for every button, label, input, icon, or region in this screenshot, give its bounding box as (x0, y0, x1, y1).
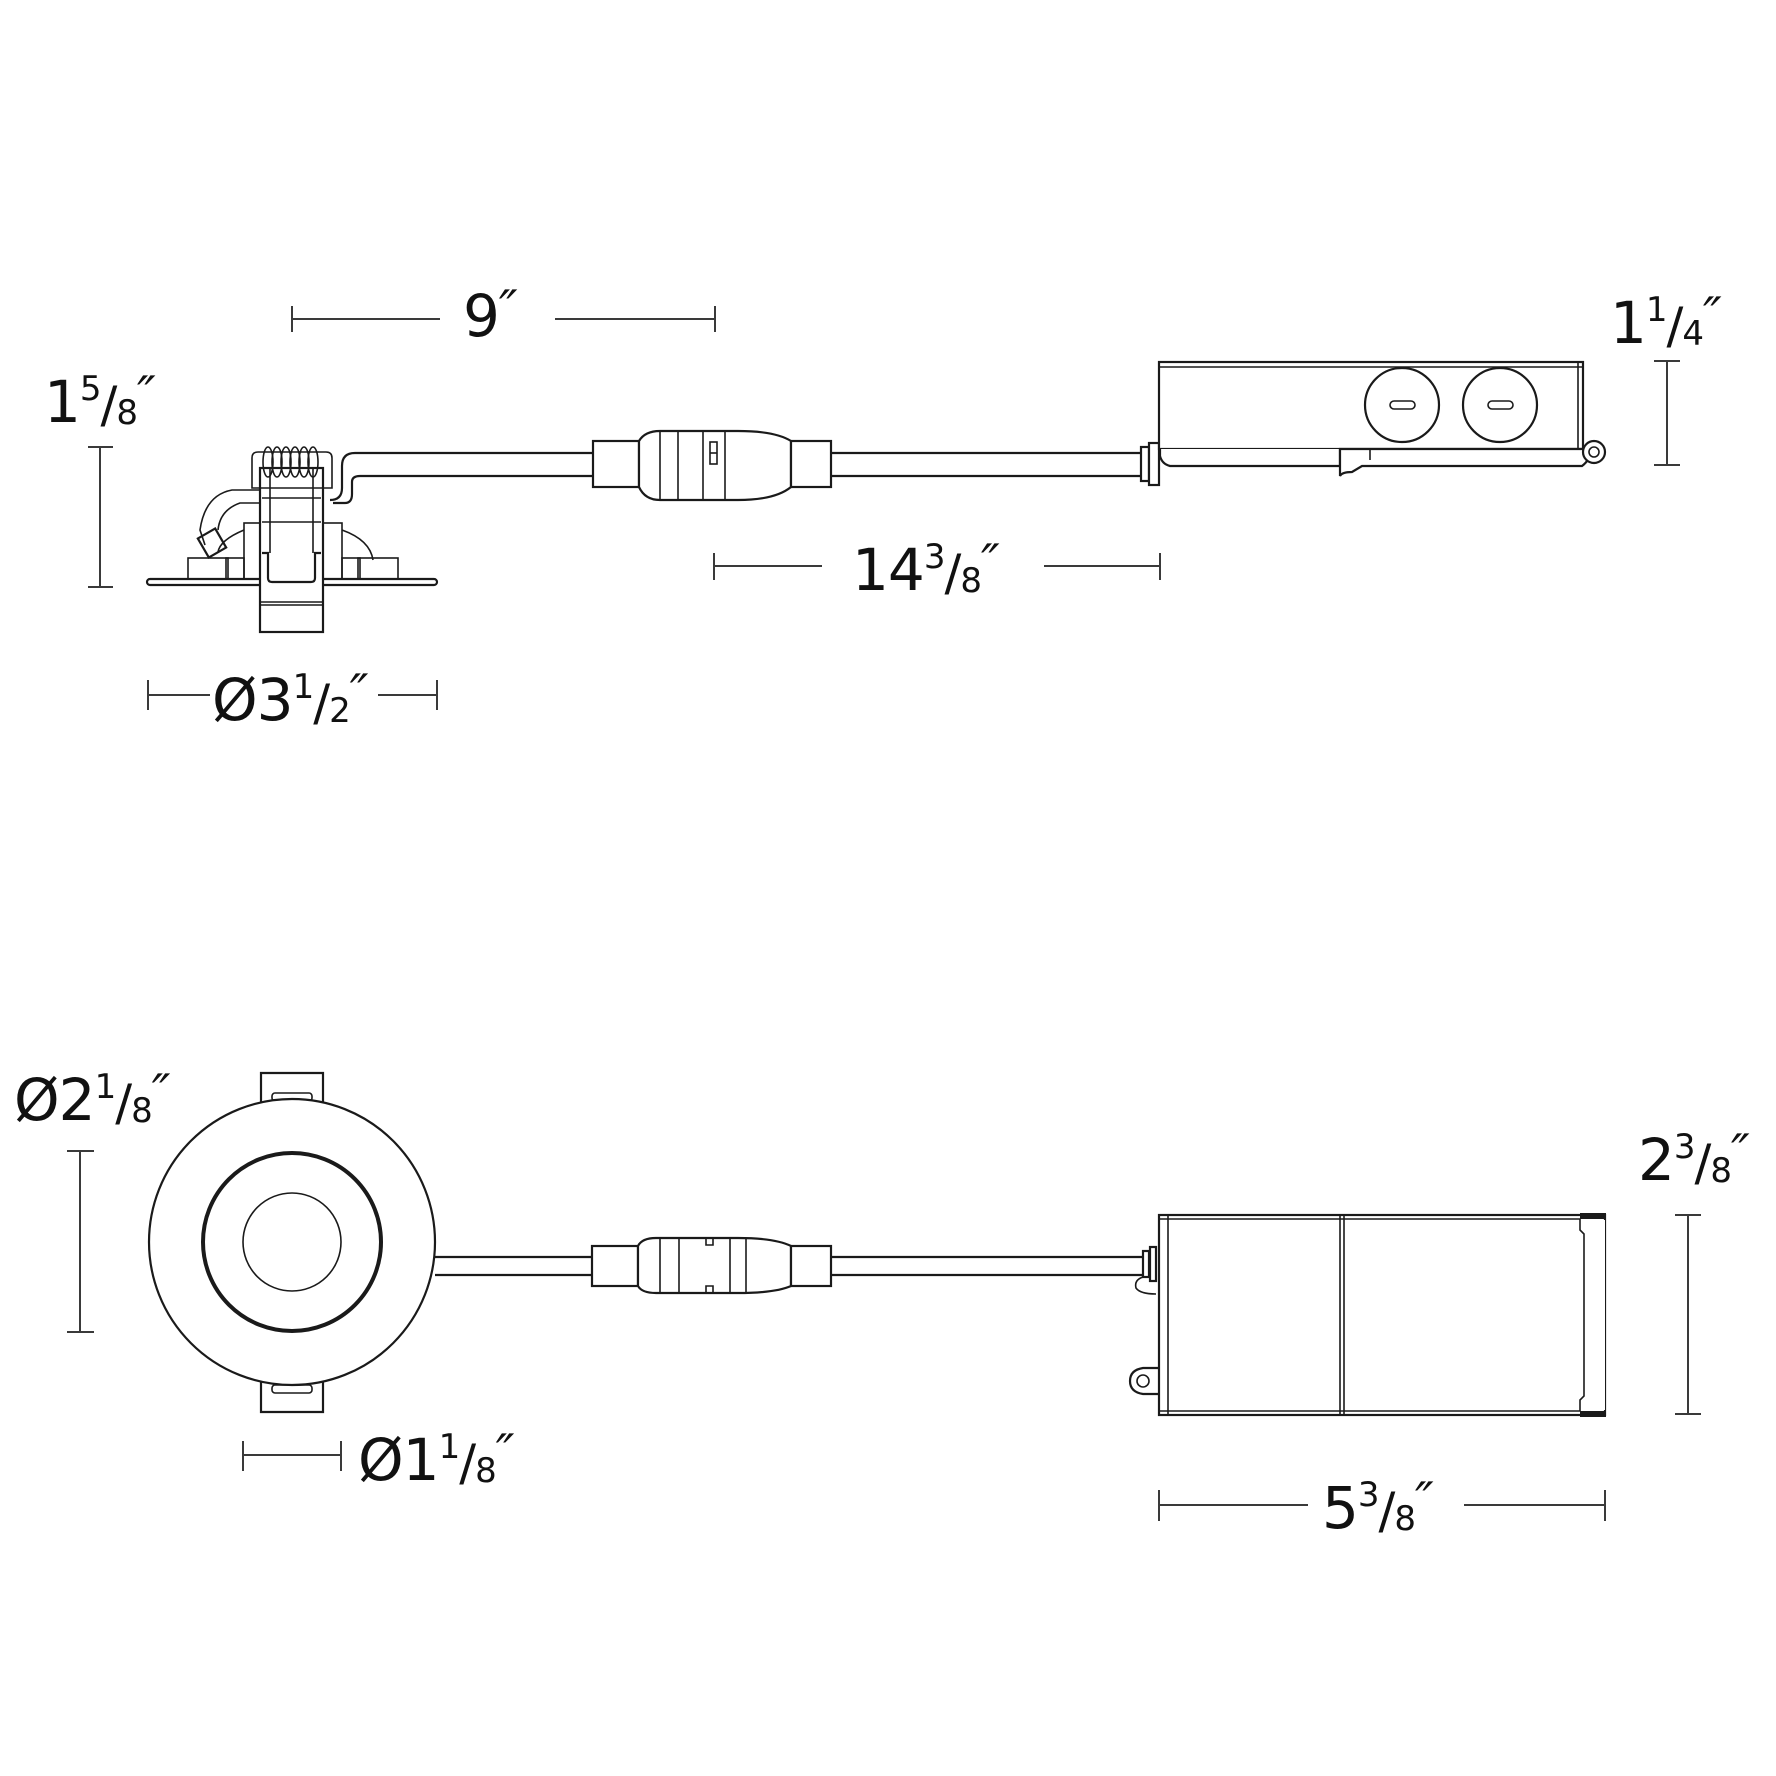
dim-line-flange-diameter (147, 680, 438, 710)
dim-whole: 1 (44, 368, 81, 436)
inch-mark: ″ (1731, 1124, 1750, 1182)
dim-whole: 9 (463, 282, 500, 350)
cable-bottom (435, 1255, 1143, 1277)
inch-mark: ″ (137, 366, 156, 424)
dim-fraction: 1/8 (94, 1067, 153, 1132)
dim-line-box-length (1158, 1490, 1606, 1521)
junction-box-top (1128, 1213, 1607, 1417)
dim-fraction: 3/8 (923, 537, 982, 602)
inch-mark: ″ (1703, 287, 1722, 345)
fraction-numerator: 3 (1673, 1127, 1696, 1167)
inline-connector-bottom (590, 1236, 833, 1295)
fraction-denominator: 8 (1394, 1499, 1416, 1539)
dim-fraction: 3/8 (1673, 1127, 1732, 1192)
junction-box-side (1139, 360, 1607, 487)
dim-fraction: 1/8 (438, 1427, 497, 1492)
side-view (88, 306, 1680, 710)
dim-fraction: 5/8 (79, 369, 138, 434)
fraction-numerator: 1 (1645, 290, 1668, 330)
fraction-denominator: 2 (329, 691, 351, 731)
dim-whole: 1 (402, 1426, 440, 1494)
dim-whole: 14 (852, 536, 925, 604)
fraction-numerator: 1 (438, 1427, 461, 1467)
dim-line-box-height (1654, 360, 1680, 466)
fraction-numerator: 5 (79, 369, 102, 409)
fraction-numerator: 1 (292, 667, 315, 707)
inch-mark: ″ (151, 1064, 171, 1122)
fraction-numerator: 3 (923, 537, 946, 577)
fraction-denominator: 8 (131, 1091, 153, 1131)
fraction-denominator: 8 (475, 1451, 497, 1491)
dim-whole: 2 (58, 1066, 96, 1134)
dim-label-14-3-8in: 143/8″ (852, 538, 1000, 599)
dim-whole: 3 (256, 666, 294, 734)
trim-tabs (259, 1071, 325, 1414)
dim-line-aperture-diameter (242, 1441, 342, 1471)
inch-mark: ″ (1415, 1472, 1434, 1530)
fraction-numerator: 1 (94, 1067, 117, 1107)
dim-fraction: 3/8 (1357, 1475, 1416, 1540)
dim-line-14-3-8in (713, 553, 1161, 580)
fraction-denominator: 8 (1710, 1151, 1732, 1191)
knockout-1 (1363, 366, 1441, 444)
top-view (67, 1071, 1701, 1521)
dim-whole: 2 (1638, 1126, 1675, 1194)
fraction-denominator: 8 (960, 561, 982, 601)
fraction-denominator: 8 (116, 393, 138, 433)
diameter-symbol: Ø (212, 666, 258, 734)
dim-line-fixture-height (88, 446, 113, 588)
fraction-numerator: 3 (1357, 1475, 1380, 1515)
dim-label-box-length: 53/8″ (1322, 1476, 1434, 1537)
inline-connector-top (591, 429, 1142, 502)
fixture-side (145, 446, 593, 634)
dim-line-box-depth (1675, 1214, 1701, 1415)
dim-label-aperture-diameter: Ø11/8″ (358, 1428, 514, 1489)
spring-coil (262, 446, 319, 478)
diameter-symbol: Ø (358, 1426, 404, 1494)
fraction-denominator: 4 (1682, 314, 1704, 354)
dim-line-trim-diameter (67, 1150, 94, 1333)
inch-mark: ″ (980, 534, 1000, 592)
inch-mark: ″ (498, 280, 518, 338)
dim-label-9in: 9″ (463, 284, 518, 345)
dim-label-trim-diameter: Ø21/8″ (14, 1068, 170, 1129)
dim-label-box-height: 11/4″ (1610, 291, 1722, 352)
dim-label-box-depth: 23/8″ (1638, 1128, 1750, 1189)
dim-whole: 1 (1610, 289, 1647, 357)
dim-label-flange-diameter: Ø31/2″ (212, 668, 368, 729)
trim-top-view (147, 1097, 437, 1387)
dim-fraction: 1/2 (292, 667, 351, 732)
diameter-symbol: Ø (14, 1066, 60, 1134)
dim-label-fixture-height: 15/8″ (44, 370, 156, 431)
inch-mark: ″ (349, 664, 369, 722)
dim-fraction: 1/4 (1645, 290, 1704, 355)
knockout-2 (1461, 366, 1539, 444)
inch-mark: ″ (495, 1424, 515, 1482)
dim-whole: 5 (1322, 1474, 1359, 1542)
dim-line-9in (291, 306, 716, 332)
